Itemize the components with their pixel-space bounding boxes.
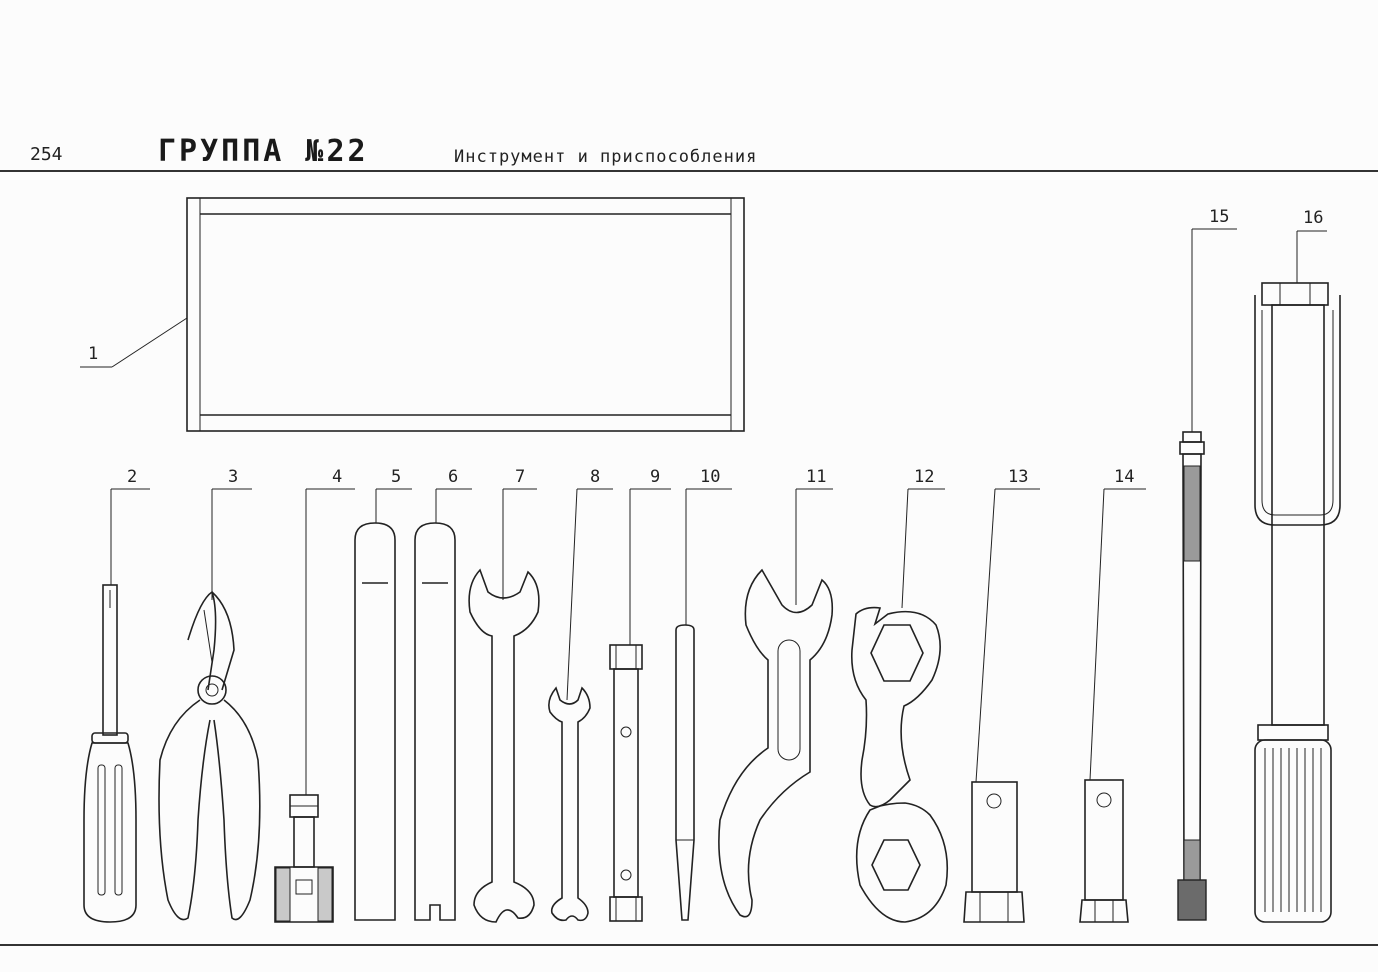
callout-13: 13 [975,467,1040,783]
callout-label-14: 14 [1114,467,1134,487]
socket-wrench-drawing [274,794,334,923]
callout-label-11: 11 [806,467,826,487]
callout-10: 10 [685,467,732,625]
tire-lever-1-drawing [354,522,396,921]
callout-label-4: 4 [332,467,342,487]
pliers-drawing [158,590,261,921]
callout-15: 15 [1191,207,1237,432]
callout-11: 11 [795,467,833,605]
callout-8: 8 [566,467,613,701]
open-end-wrench-large-drawing [468,568,540,923]
callout-1: 1 [80,317,188,368]
callout-7: 7 [502,467,537,600]
callout-label-8: 8 [590,467,600,487]
hex-wrench-drawing [850,606,949,923]
bottom-rule [0,944,1378,946]
spark-plug-wrench-1-drawing [963,781,1025,923]
callout-label-5: 5 [391,467,401,487]
callout-16: 16 [1296,208,1327,283]
callout-label-13: 13 [1008,467,1028,487]
callout-5: 5 [375,467,412,523]
callout-4: 4 [305,467,355,795]
box-spanner-drawing [609,644,643,922]
tool-bag-drawing [186,197,745,432]
punch-drawing [675,624,695,921]
group-title: ГРУППА №22 [158,134,369,169]
tire-pump-drawing [1254,282,1341,923]
callout-label-3: 3 [228,467,238,487]
callout-2: 2 [110,467,150,585]
callout-label-7: 7 [515,467,525,487]
group-subtitle: Инструмент и приспособления [454,147,758,167]
callout-14: 14 [1089,467,1146,781]
callout-label-9: 9 [650,467,660,487]
callout-3: 3 [211,467,252,600]
callout-12: 12 [901,467,945,609]
callout-9: 9 [629,467,671,645]
callout-label-6: 6 [448,467,458,487]
callout-label-16: 16 [1303,208,1323,228]
spark-plug-wrench-2-drawing [1079,779,1129,923]
page-number: 254 [30,144,63,165]
hook-wrench-drawing [718,568,834,918]
tire-lever-2-drawing [414,522,456,921]
header-rule [0,170,1378,172]
callout-label-10: 10 [700,467,720,487]
callout-label-15: 15 [1209,207,1229,227]
open-end-wrench-small-drawing [548,686,591,922]
pump-grip-lines [1264,748,1322,912]
screwdriver-drawing [83,584,137,923]
callout-label-2: 2 [127,467,137,487]
callout-6: 6 [435,467,472,523]
tire-gauge-drawing [1177,431,1207,921]
callout-label-12: 12 [914,467,934,487]
callout-label-1: 1 [88,344,98,364]
